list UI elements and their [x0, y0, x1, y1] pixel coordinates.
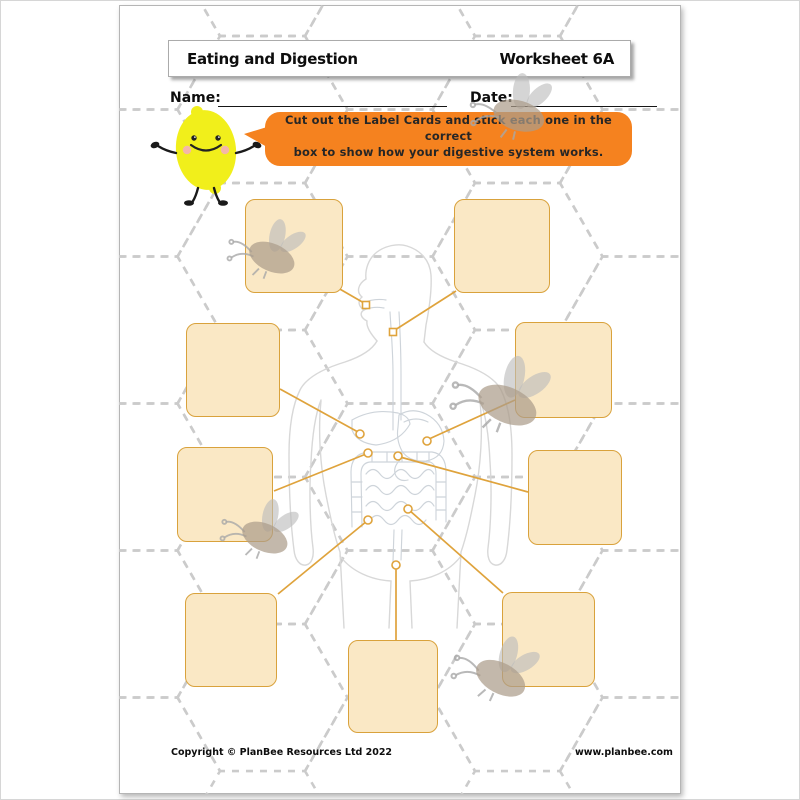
website-text: www.planbee.com: [575, 747, 673, 758]
speech-bubble: Cut out the Label Cards and stick each o…: [244, 112, 632, 166]
label-box-bottom-left[interactable]: [185, 593, 277, 687]
worksheet-number: Worksheet 6A: [499, 49, 615, 68]
marker-duodenum: [393, 451, 403, 461]
date-label: Date:: [470, 90, 513, 106]
page-title: Eating and Digestion: [187, 49, 358, 68]
marker-large-intestine: [363, 515, 373, 525]
instruction-line-1: Cut out the Label Cards and stick each o…: [285, 113, 612, 143]
label-box-bottom-center[interactable]: [348, 640, 438, 733]
instruction-line-2: box to show how your digestive system wo…: [293, 145, 604, 159]
date-input-line[interactable]: [511, 106, 657, 107]
label-box-middle-left[interactable]: [186, 323, 280, 417]
marker-rectum: [391, 560, 401, 570]
label-box-lower-right[interactable]: [528, 450, 622, 545]
name-input-line[interactable]: [218, 106, 447, 107]
marker-stomach: [422, 436, 432, 446]
marker-pancreas: [363, 448, 373, 458]
label-box-bottom-right[interactable]: [502, 592, 595, 687]
speech-bubble-tail: [244, 127, 267, 147]
connector-markers: [355, 300, 432, 570]
name-label: Name:: [170, 90, 221, 106]
worksheet-header: Eating and Digestion Worksheet 6A: [168, 40, 631, 77]
label-box-middle-right[interactable]: [515, 322, 612, 418]
marker-mouth: [361, 300, 371, 310]
marker-liver: [355, 429, 365, 439]
copyright-text: Copyright © PlanBee Resources Ltd 2022: [171, 747, 393, 758]
marker-small-intestine: [403, 504, 413, 514]
label-box-top-left[interactable]: [245, 199, 343, 293]
marker-esophagus: [388, 327, 398, 337]
label-box-top-right[interactable]: [454, 199, 550, 293]
label-box-lower-left[interactable]: [177, 447, 273, 542]
